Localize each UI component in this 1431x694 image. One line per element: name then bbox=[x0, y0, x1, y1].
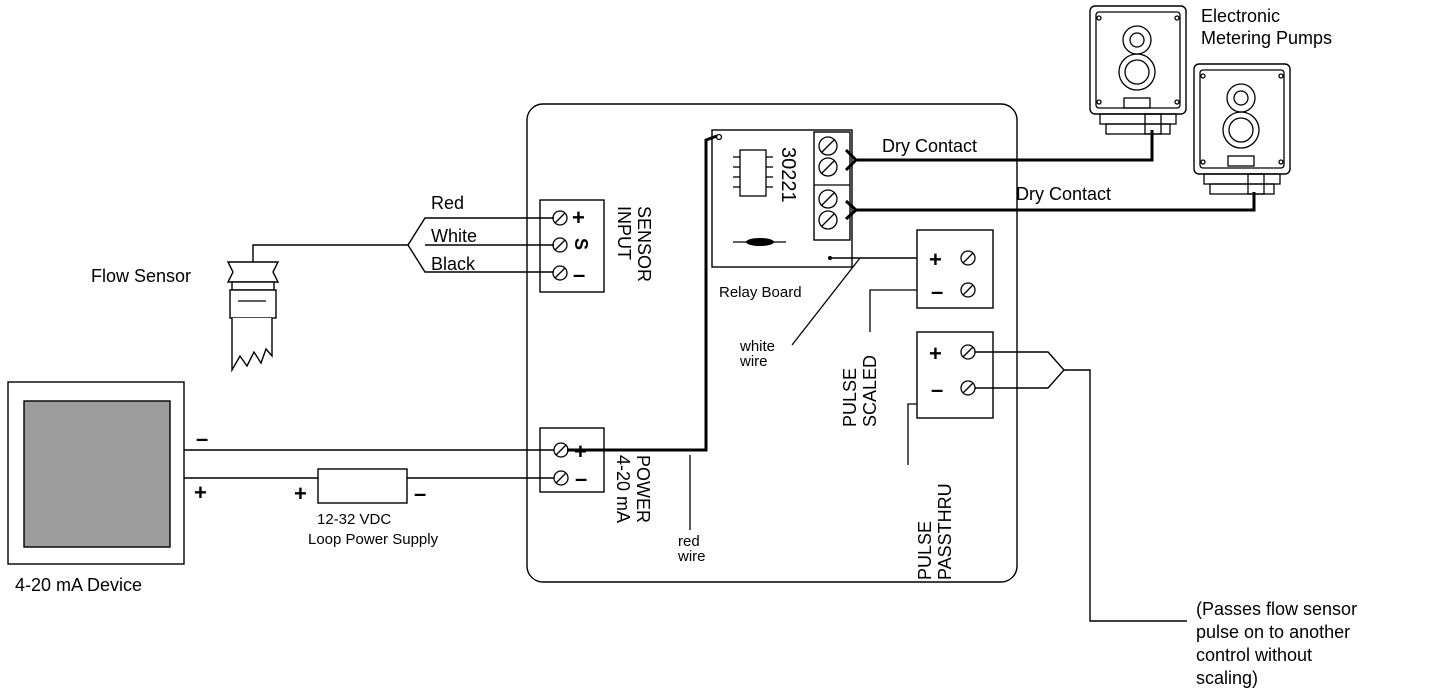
pumps-title-line1: Electronic bbox=[1201, 6, 1280, 26]
4-20ma-device bbox=[7, 381, 185, 565]
sensor-input-label-2: INPUT bbox=[614, 206, 634, 260]
wire-white-label: White bbox=[431, 226, 477, 246]
device-minus: – bbox=[196, 426, 208, 451]
pulse-passthru-label-2: PASSTHRU bbox=[935, 483, 955, 580]
pulse-scaled-label-1: PULSE bbox=[840, 368, 860, 427]
relay-board bbox=[711, 129, 853, 268]
relay-board-label: Relay Board bbox=[719, 284, 802, 301]
sensor-plus: + bbox=[572, 205, 585, 230]
power-to-relay-wire bbox=[567, 134, 718, 452]
power-label-2: 4-20 mA bbox=[613, 455, 633, 523]
loop-power-supply bbox=[317, 468, 408, 504]
red-wire-label-1: red bbox=[678, 533, 700, 550]
red-wire-label-2: wire bbox=[677, 548, 706, 565]
power-minus: – bbox=[575, 466, 587, 491]
dry-contact-label-1: Dry Contact bbox=[882, 136, 977, 156]
relay-chip-number: 30221 bbox=[777, 147, 799, 203]
power-label-1: POWER bbox=[633, 455, 653, 523]
dry-contact-wire-1 bbox=[844, 130, 1154, 172]
flow-sensor-wires bbox=[252, 217, 554, 273]
dry-contact-wire-2 bbox=[844, 192, 1256, 221]
pumps-title-line2: Metering Pumps bbox=[1201, 28, 1332, 48]
device-plus: + bbox=[194, 480, 207, 505]
note-line4: scaling) bbox=[1196, 668, 1258, 688]
white-wire-leader bbox=[791, 257, 861, 346]
wire-black-label: Black bbox=[431, 254, 476, 274]
pulse-scaled-leader bbox=[869, 289, 917, 332]
pulse-scaled-terminal bbox=[916, 229, 994, 309]
supply-line1: 12-32 VDC bbox=[317, 511, 391, 528]
pulse-passthru-terminal bbox=[916, 331, 994, 419]
pulse-passthru-minus: – bbox=[931, 377, 943, 402]
supply-line2: Loop Power Supply bbox=[308, 531, 439, 548]
white-wire-label-1: white bbox=[739, 338, 775, 355]
pulse-scaled-plus: + bbox=[929, 247, 942, 272]
note-line1: (Passes flow sensor bbox=[1196, 599, 1357, 619]
note-line2: pulse on to another bbox=[1196, 622, 1350, 642]
flow-sensor-label: Flow Sensor bbox=[91, 266, 191, 286]
metering-pump-1 bbox=[1089, 5, 1187, 135]
passthru-output-wire bbox=[975, 351, 1187, 622]
note-line3: control without bbox=[1196, 645, 1312, 665]
flow-sensor bbox=[226, 261, 280, 373]
supply-minus: – bbox=[414, 481, 426, 506]
sensor-input-label-1: SENSOR bbox=[634, 206, 654, 282]
sensor-s: S bbox=[571, 238, 591, 250]
device-label: 4-20 mA Device bbox=[15, 575, 142, 595]
pulse-passthru-plus: + bbox=[929, 341, 942, 366]
pulse-passthru-leader bbox=[907, 403, 917, 465]
pulse-scaled-label-2: SCALED bbox=[860, 355, 880, 427]
sensor-minus: – bbox=[573, 262, 585, 287]
white-wire-label-2: wire bbox=[739, 353, 768, 370]
dry-contact-label-2: Dry Contact bbox=[1016, 184, 1111, 204]
sensor-input-terminal bbox=[539, 199, 605, 293]
power-terminal bbox=[539, 427, 605, 493]
supply-plus: + bbox=[294, 481, 307, 506]
wire-red-label: Red bbox=[431, 193, 464, 213]
metering-pump-2 bbox=[1193, 63, 1291, 195]
pulse-passthru-label-1: PULSE bbox=[915, 521, 935, 580]
controller-enclosure bbox=[526, 103, 1018, 583]
pulse-scaled-minus: – bbox=[931, 279, 943, 304]
